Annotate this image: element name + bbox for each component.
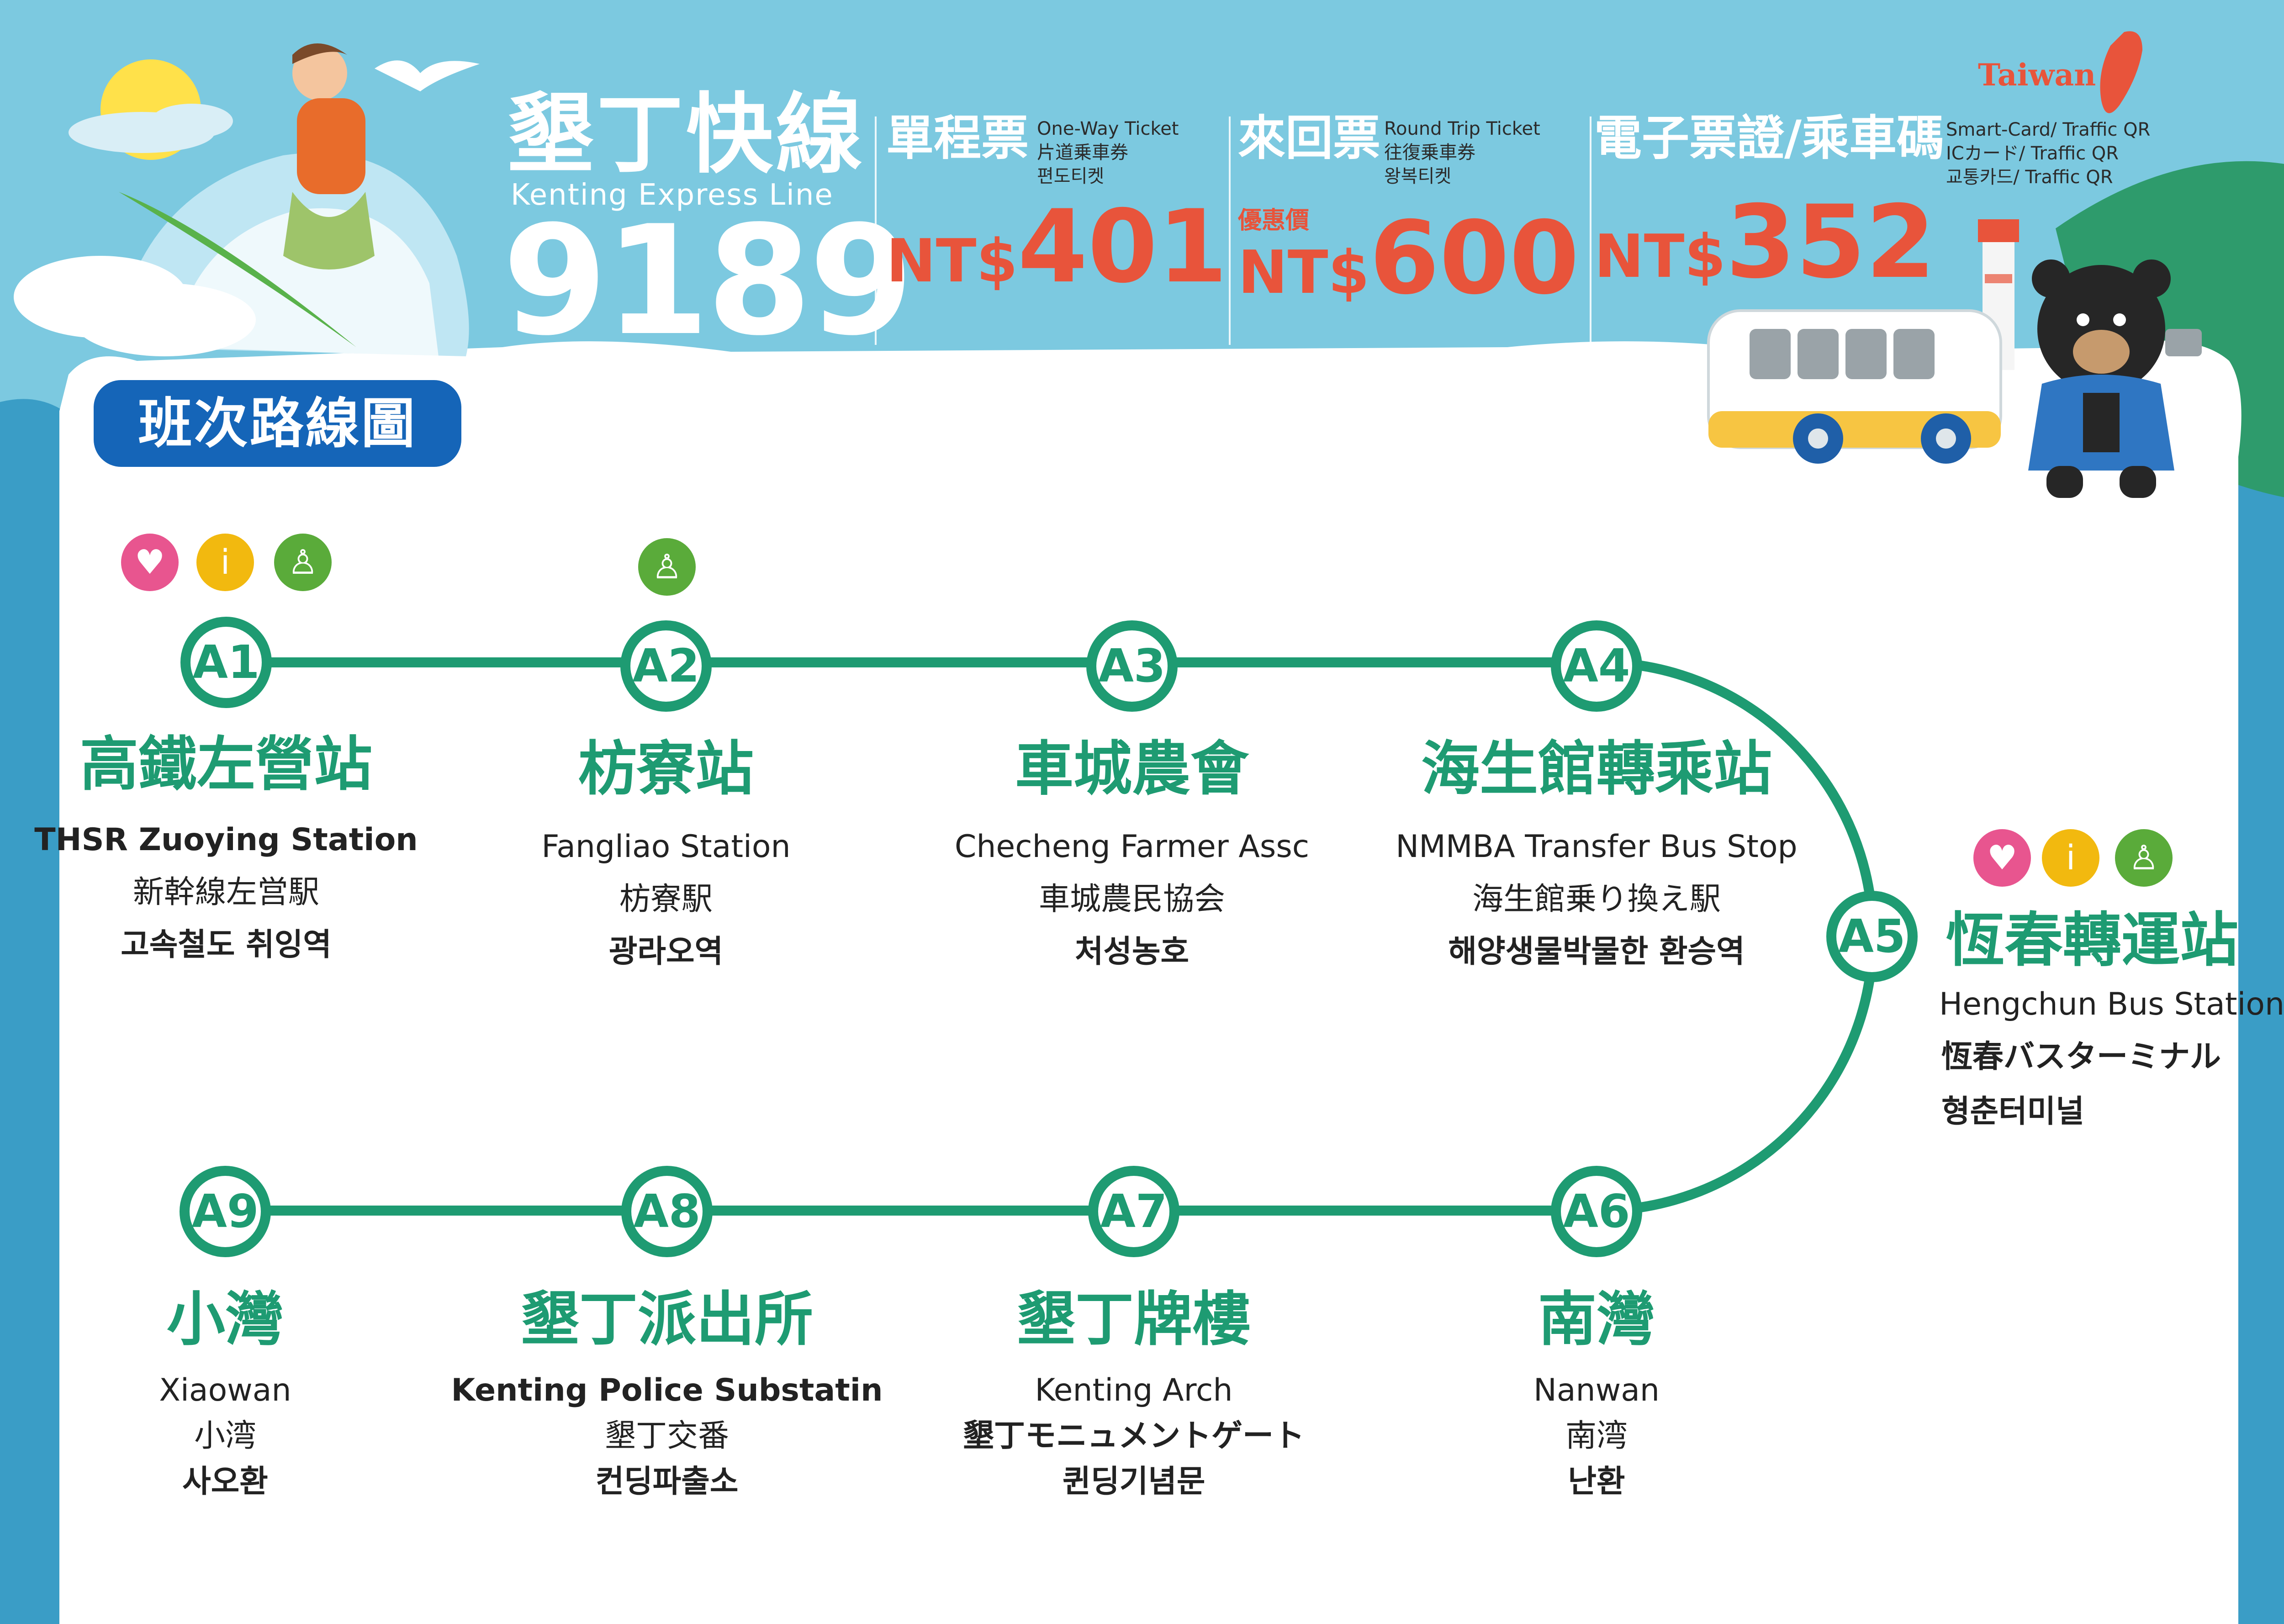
station-a7-name-cn: 墾丁牌樓	[1016, 1285, 1251, 1354]
ticket-lang-en: Smart-Card/ Traffic QR	[1946, 119, 2151, 140]
station-a8-name-ja: 墾丁交番	[604, 1418, 730, 1454]
ticket-languages: One-Way Ticket 片道乗車券 편도티켓	[1037, 117, 1179, 188]
station-a3-name-ko: 처성농호	[1074, 934, 1190, 970]
ticket-lang-ja: 往復乗車券	[1384, 142, 1475, 163]
ticket-promo-label: 優惠價	[1238, 207, 1310, 234]
station-a5-name-cn: 恆春轉運站	[1946, 906, 2239, 974]
station-a1-name-ko: 고속철도 취잉역	[121, 927, 332, 963]
ticket-divider	[1229, 116, 1231, 345]
station-a8-name-en: Kenting Police Substatin	[451, 1372, 883, 1408]
price-currency: NT$	[1238, 238, 1369, 307]
station-a5-name-ko: 형춘터미널	[1941, 1094, 2084, 1130]
restroom-icon: ♙	[274, 534, 332, 591]
ticket-one-way: 單程票 One-Way Ticket 片道乗車券 편도티켓 NT$401	[886, 110, 1227, 297]
price-value: 352	[1725, 184, 1936, 301]
bus-icon	[1707, 309, 2002, 464]
ticket-lang-en: One-Way Ticket	[1037, 118, 1179, 139]
ticket-lang-ko: 교통카드/ Traffic QR	[1946, 167, 2113, 188]
route-map-heading: 班次路線圖	[94, 380, 461, 467]
ticket-round-trip: 來回票 Round Trip Ticket 往復乗車券 왕복티켓 優惠價 NT$…	[1238, 110, 1579, 308]
brand-taiwan-text: Taiwan	[1978, 57, 2096, 93]
restroom-icon: ♙	[638, 538, 696, 596]
bear-mascot-icon	[2028, 259, 2202, 498]
station-a1-name-en: THSR Zuoying Station	[34, 822, 418, 858]
station-a8-marker: A8	[621, 1166, 713, 1257]
station-a1-name-cn: 高鐵左營站	[79, 730, 373, 799]
station-a2-name-ja: 枋寮駅	[619, 881, 713, 917]
ticket-lang-ko: 왕복티켓	[1384, 166, 1452, 187]
route-number: 9189	[502, 193, 914, 369]
station-a6-name-ja: 南湾	[1565, 1418, 1628, 1454]
ticket-divider	[875, 116, 877, 345]
price-value: 600	[1369, 200, 1580, 317]
station-a3-name-en: Checheng Farmer Assc	[954, 829, 1310, 865]
ticket-languages: Smart-Card/ Traffic QR ICカード/ Traffic QR…	[1946, 118, 2150, 189]
station-a1-marker: A1	[180, 617, 272, 708]
station-a2-name-cn: 枋寮站	[578, 735, 754, 803]
price-currency: NT$	[886, 226, 1018, 296]
station-a5-name-ja: 恆春バスターミナル	[1941, 1039, 2221, 1075]
station-a8-name-cn: 墾丁派出所	[520, 1285, 814, 1354]
station-a7-name-ja: 墾丁モニュメントゲート	[962, 1418, 1305, 1454]
sun-icon	[69, 59, 233, 160]
station-a2-marker: A2	[620, 620, 712, 712]
seagull-icon	[375, 60, 480, 91]
station-a6-marker: A6	[1551, 1166, 1642, 1257]
station-a4-marker: A4	[1551, 620, 1642, 712]
ticket-name: 來回票	[1238, 110, 1381, 166]
station-a4-name-en: NMMBA Transfer Bus Stop	[1396, 829, 1798, 865]
station-a2-name-ko: 광라오역	[608, 934, 724, 970]
station-a3-name-cn: 車城農會	[1015, 735, 1249, 803]
line-title-chinese: 墾丁快線	[507, 84, 866, 185]
information-icon: i	[196, 534, 254, 591]
station-a5-marker: A5	[1826, 891, 1918, 982]
ticket-divider	[1590, 116, 1591, 345]
station-a2-name-en: Fangliao Station	[541, 829, 791, 865]
ticket-lang-ja: ICカード/ Traffic QR	[1946, 143, 2119, 164]
station-a3-marker: A3	[1086, 620, 1178, 712]
station-a9-marker: A9	[180, 1166, 271, 1257]
station-a6-name-en: Nanwan	[1533, 1372, 1660, 1408]
ticket-price: NT$401	[886, 196, 1227, 297]
ticket-price: NT$600	[1238, 208, 1579, 308]
ticket-languages: Round Trip Ticket 往復乗車券 왕복티켓	[1384, 117, 1540, 188]
station-a7-marker: A7	[1088, 1166, 1179, 1257]
taiwan-map-icon	[2100, 31, 2142, 113]
nursing-room-icon: ♥	[121, 534, 179, 591]
surfer-icon	[14, 43, 469, 356]
information-icon: i	[2042, 829, 2099, 887]
station-a4-name-cn: 海生館轉乘站	[1421, 735, 1772, 803]
station-a4-name-ja: 海生館乗り換え駅	[1472, 881, 1721, 917]
station-a9-name-ko: 사오환	[182, 1464, 268, 1500]
ticket-price: NT$352	[1594, 192, 1935, 292]
station-a5-name-en: Hengchun Bus Station	[1939, 986, 2284, 1022]
ticket-smart-card: 電子票證/乘車碼 Smart-Card/ Traffic QR ICカード/ T…	[1594, 110, 2150, 292]
station-a4-name-ko: 해양생물박물한 환승역	[1448, 934, 1745, 970]
ticket-lang-ko: 편도티켓	[1037, 166, 1105, 187]
station-a8-name-ko: 컨딩파출소	[595, 1464, 739, 1500]
station-a3-name-ja: 車城農民協会	[1038, 881, 1226, 917]
price-value: 401	[1017, 188, 1228, 305]
nursing-room-icon: ♥	[1973, 829, 2031, 887]
line-title-english: Kenting Express Line	[511, 178, 834, 212]
station-a6-name-cn: 南灣	[1538, 1285, 1655, 1354]
station-a6-name-ko: 난환	[1568, 1464, 1625, 1500]
station-a9-name-en: Xiaowan	[159, 1372, 291, 1408]
station-a7-name-ko: 퀸딩기념문	[1062, 1464, 1205, 1500]
station-a9-name-ja: 小湾	[194, 1418, 257, 1454]
ticket-lang-ja: 片道乗車券	[1037, 142, 1128, 163]
restroom-icon: ♙	[2115, 829, 2173, 887]
price-currency: NT$	[1594, 222, 1726, 291]
station-a9-name-cn: 小灣	[166, 1285, 284, 1354]
station-a7-name-en: Kenting Arch	[1035, 1372, 1233, 1408]
ticket-name: 單程票	[886, 110, 1029, 166]
station-a1-name-ja: 新幹線左営駅	[132, 874, 320, 910]
ticket-lang-en: Round Trip Ticket	[1384, 118, 1540, 139]
ticket-name: 電子票證/乘車碼	[1594, 110, 1944, 166]
